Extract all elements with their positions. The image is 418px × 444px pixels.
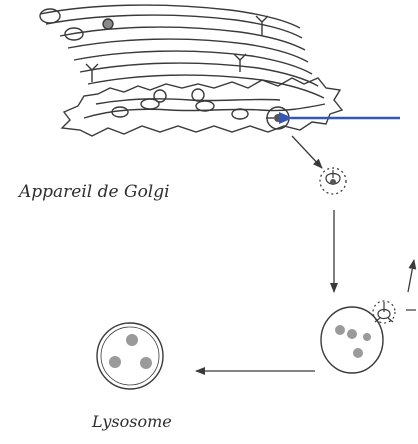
endosome-icon [321,301,395,373]
lysosome-icon [97,323,163,389]
golgi-label: Appareil de Golgi [19,182,170,202]
lysosome-label: Lysosome [92,412,172,431]
golgi-apparatus-icon [40,5,342,136]
arrow-golgi-to-vesicle [292,136,322,168]
arrow-recycling [408,260,414,292]
transport-vesicle-icon [320,168,346,194]
